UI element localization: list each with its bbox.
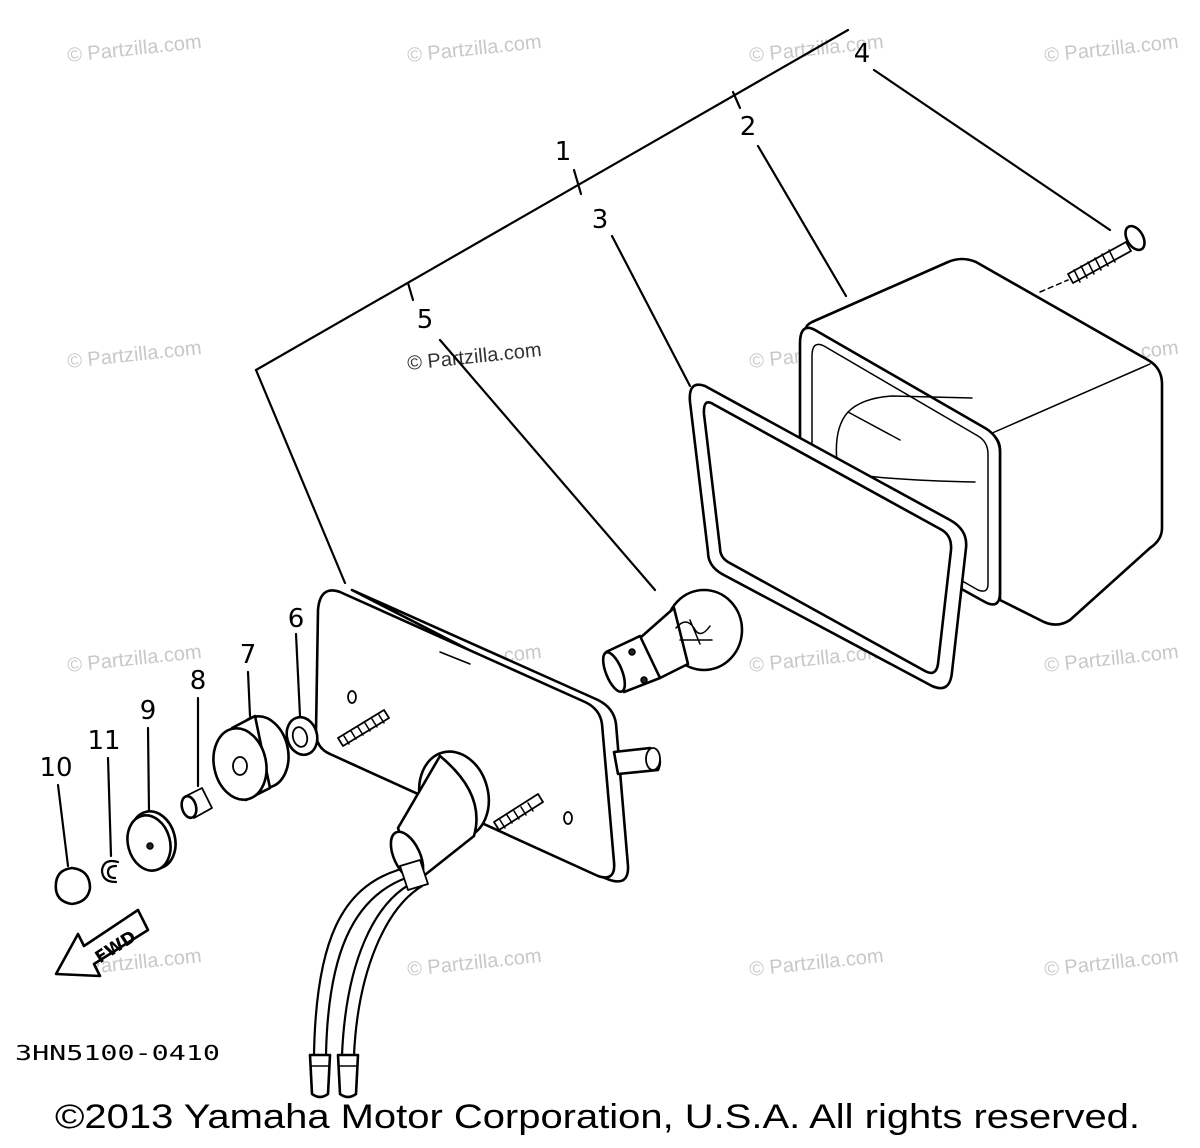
plate-center-mark [439, 651, 471, 665]
wire [312, 868, 400, 1057]
callout-5: 5 [417, 305, 434, 335]
clip-shape-inner [106, 864, 118, 880]
leader-line-4 [872, 68, 1112, 232]
plate-hole [347, 690, 357, 704]
callout-11: 11 [87, 726, 120, 756]
leader-line-10 [56, 783, 70, 868]
wire [352, 884, 424, 1057]
collar-end [180, 794, 198, 820]
screw-axis-line [1039, 279, 1069, 293]
bracket-drop-line [254, 368, 347, 585]
part-5-bulb [601, 588, 744, 694]
stud-threads [343, 714, 385, 745]
screw-head [1124, 224, 1146, 252]
watermark: © Partzilla.com [1043, 641, 1179, 677]
callout-4: 4 [854, 39, 871, 69]
leader-tick-1 [572, 168, 583, 196]
clip-shape [100, 859, 120, 884]
leader-line-2 [756, 144, 848, 298]
watermark: © Partzilla.com [1043, 31, 1179, 67]
callout-9: 9 [140, 696, 157, 726]
callout-1: 1 [555, 137, 572, 167]
callout-2: 2 [740, 112, 757, 142]
part-8-collar [180, 787, 213, 820]
callout-6: 6 [288, 604, 305, 634]
callout-8: 8 [190, 666, 207, 696]
wire [340, 880, 416, 1057]
leader-line-3 [610, 234, 692, 388]
part-9-washer-disc [126, 810, 177, 872]
part-7-grommet [212, 714, 290, 802]
copyright-notice: ©2013 Yamaha Motor Corporation, U.S.A. A… [55, 1098, 1140, 1136]
disc-center [146, 842, 154, 850]
stud-shank [493, 793, 544, 831]
leader-line-5 [438, 338, 657, 592]
callout-3: 3 [592, 205, 609, 235]
watermark: © Partzilla.com [748, 945, 884, 981]
bulb-pin [628, 648, 636, 656]
housing-top-edge [989, 363, 1151, 435]
watermark: © Partzilla.com [66, 337, 202, 373]
leader-tick-2 [731, 90, 742, 110]
wire-connector [308, 1053, 332, 1099]
part-10-cap [54, 866, 92, 906]
part-4-screw [1039, 224, 1146, 293]
part-3-gasket [688, 383, 968, 690]
watermark: © Partzilla.com [66, 641, 202, 677]
plate-face [314, 589, 616, 879]
watermark: © Partzilla.com [406, 945, 542, 981]
callout-labels: 1 2 3 4 5 6 7 8 9 10 11 [39, 39, 870, 783]
watermark-dark: © Partzilla.com [406, 339, 542, 375]
part-6-washer [285, 715, 319, 757]
watermark: © Partzilla.com [66, 31, 202, 67]
watermark: © Partzilla.com [406, 31, 542, 67]
wire-connector [336, 1053, 360, 1099]
tail-light-base-plate [308, 588, 662, 1099]
arrow-left-icon [54, 908, 150, 978]
bulb-pin [640, 676, 648, 684]
wire-harness [308, 859, 429, 1099]
gasket-inner [702, 401, 953, 675]
plate-hole [563, 811, 573, 825]
plate-stud-upper [337, 709, 390, 747]
plate-side-stud-tip [645, 747, 661, 771]
housing-inner-rim [811, 343, 989, 592]
callout-10: 10 [39, 753, 72, 783]
screw-threads [1073, 249, 1116, 283]
cap-dome [54, 866, 92, 906]
diagram-code: 3HN5100-0410 [15, 1041, 220, 1065]
watermark: © Partzilla.com [1043, 945, 1179, 981]
wire-clip [399, 859, 429, 891]
leader-tick-5 [406, 281, 415, 302]
leader-line-9 [146, 726, 151, 814]
leader-lines [56, 28, 1112, 868]
wire [324, 876, 408, 1057]
washer-hole [291, 726, 309, 748]
stud-threads [499, 802, 534, 829]
leader-line-7 [246, 670, 252, 718]
stud-shank [337, 709, 390, 747]
leader-line-6 [294, 632, 302, 718]
leader-line-11 [106, 756, 113, 858]
bulb-filament [675, 619, 713, 645]
bulb-base-end [601, 650, 627, 694]
grommet-hole [232, 756, 248, 776]
part-11-clip [100, 859, 120, 884]
plate-stud-lower [493, 793, 544, 831]
bracket-line-assembly [254, 28, 850, 372]
callout-7: 7 [240, 640, 257, 670]
